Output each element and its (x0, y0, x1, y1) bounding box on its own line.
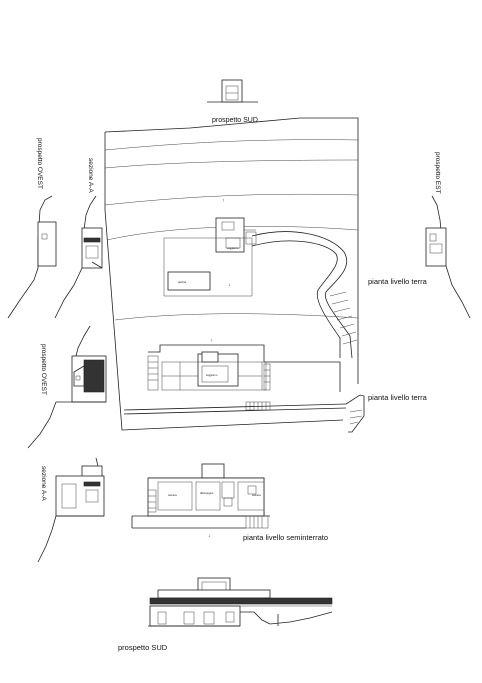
sezione-aa-top-drawing (54, 195, 103, 319)
label-sezione-aa-bottom: sezione A-A (40, 466, 47, 501)
label-sezione-aa-top: sezione A-A (87, 158, 94, 193)
label-pianta-livello-terra-2: pianta livello terra (368, 393, 428, 402)
basement-room-3: camera (252, 493, 261, 497)
label-prospetto-est: prospetto EST (434, 152, 441, 194)
sezione-aa-bottom-drawing (37, 457, 105, 563)
north-arrow-upper: ↑ (222, 198, 225, 204)
room-label-upper: soggiorno (227, 246, 239, 250)
prospetto-ovest-mid-drawing (27, 325, 107, 449)
basement-plan: camera disimpegno camera ↓ (131, 463, 270, 539)
arrow-mark-basement: ↓ (208, 533, 211, 539)
prospetto-est-drawing (425, 195, 471, 319)
label-prospetto-ovest-top: prospetto OVEST (36, 138, 43, 189)
label-prospetto-sud-top: prospetto SUD (212, 117, 258, 124)
pool-label: piscina (178, 280, 187, 284)
label-prospetto-ovest-mid: prospetto OVEST (40, 344, 47, 395)
label-pianta-livello-terra-1: pianta livello terra (368, 277, 428, 286)
prospetto-sud-main (148, 577, 333, 627)
label-prospetto-sud-bottom: prospetto SUD (118, 643, 168, 652)
basement-room-1: camera (168, 493, 177, 497)
basement-room-2: disimpegno (200, 491, 214, 495)
prospetto-sud-small (207, 79, 258, 103)
label-pianta-livello-seminterrato: pianta livello seminterrato (243, 533, 328, 542)
prospetto-ovest-top-drawing (7, 195, 57, 319)
site-plan: soggiorno piscina ↑ ↓ ↑ soggiorno (104, 117, 365, 433)
north-arrow-lower: ↑ (210, 338, 213, 344)
room-label-lower: soggiorno (206, 373, 218, 377)
arrow-mark-upper: ↓ (228, 282, 231, 288)
